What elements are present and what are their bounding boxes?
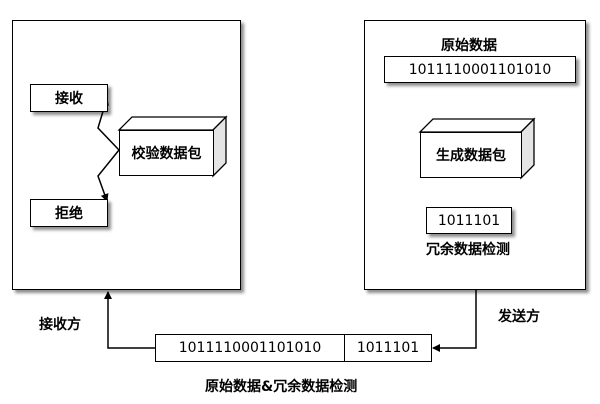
receiver-side-label: 接收方 (39, 317, 81, 333)
packet-data-cell: 1011110001101010 (156, 335, 345, 361)
arrow-sender-to-packet (432, 290, 477, 352)
verify-packet-3d-shape (117, 115, 228, 178)
generate-packet-box: 生成数据包 (420, 132, 522, 178)
arrow-packet-to-receiver (104, 291, 155, 349)
verify-packet-box: 校验数据包 (119, 130, 214, 176)
sender-side-label: 发送方 (498, 309, 540, 325)
transmitted-packet: 1011110001101010 1011101 (155, 334, 432, 362)
packet-redundant-cell: 1011101 (356, 340, 420, 356)
original-data-value-box: 1011110001101010 (384, 56, 576, 83)
redundant-check-label: 冗余数据检测 (426, 242, 510, 258)
reject-box: 拒绝 (30, 199, 108, 227)
original-data-title: 原始数据 (441, 38, 497, 54)
packet-caption: 原始数据&冗余数据检测 (205, 379, 358, 395)
redundant-value-box: 1011101 (426, 207, 512, 234)
accept-box: 接收 (30, 84, 108, 112)
arrow-to-reject (97, 149, 120, 202)
